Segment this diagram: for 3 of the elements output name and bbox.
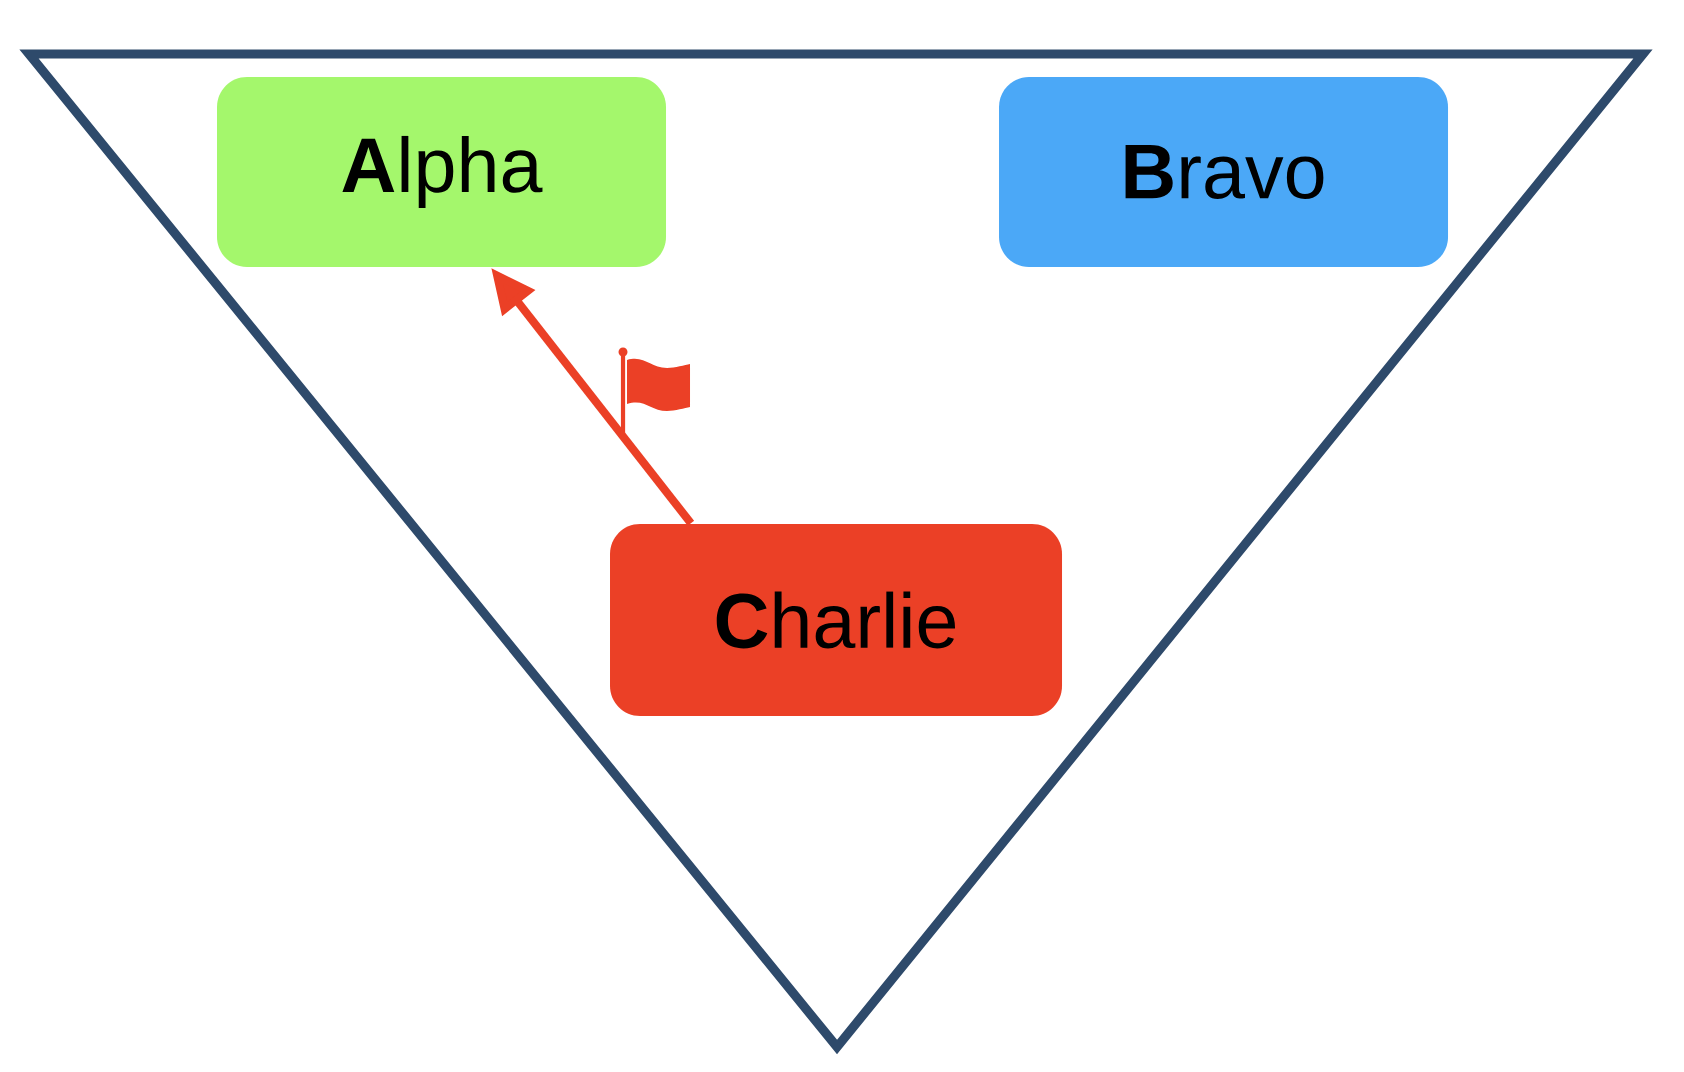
- rounded-box: Charlie: [610, 524, 1062, 716]
- rounded-box: Bravo: [999, 77, 1448, 267]
- rounded-box: Alpha: [217, 77, 666, 267]
